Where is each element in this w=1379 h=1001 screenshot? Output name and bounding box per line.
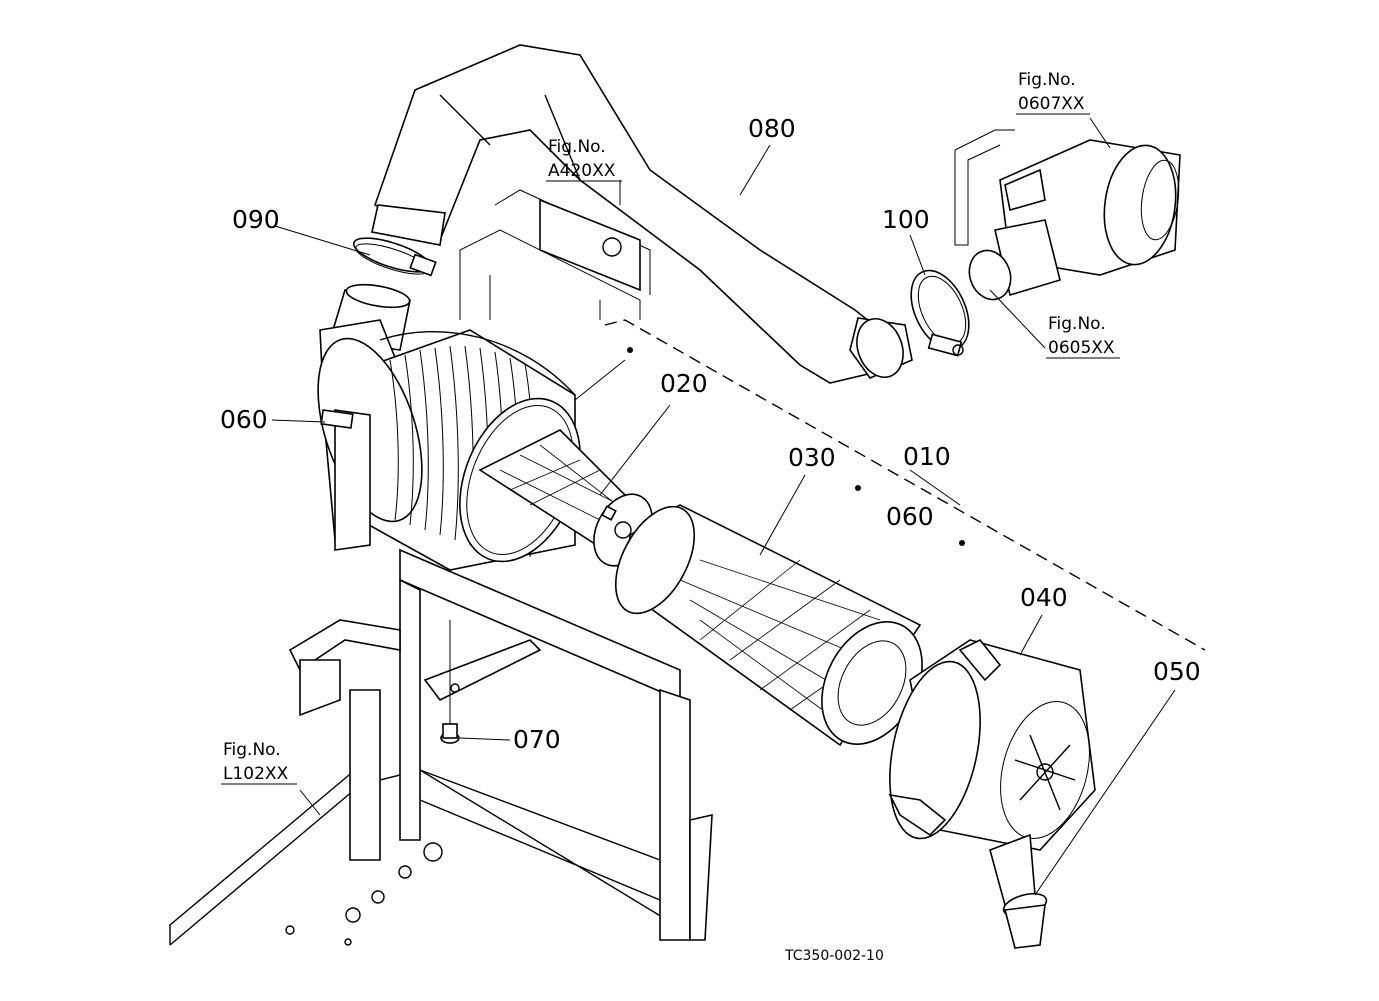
assembly-dot [855, 485, 861, 491]
outer-element-mesh [679, 559, 891, 731]
callout-040: 040 [1020, 583, 1068, 612]
outer-element [614, 504, 923, 747]
ref-l102-line1: Fig.No. [223, 740, 281, 760]
intake-hose [371, 44, 913, 384]
ref-0607: Fig.No. 0607XX [1016, 70, 1090, 115]
evacuator-valve [989, 833, 1048, 949]
ref-a420-line2: A420XX [548, 161, 616, 181]
leader-lines [271, 117, 1176, 896]
callout-030: 030 [788, 443, 836, 472]
callout-090: 090 [232, 205, 280, 234]
bolt [440, 620, 460, 744]
callout-060-right: 060 [886, 502, 934, 531]
ref-l102: Fig.No. L102XX [221, 740, 297, 785]
ref-0605-line2: 0605XX [1048, 338, 1115, 358]
ref-0607-line2: 0607XX [1018, 94, 1085, 114]
callout-010: 010 [903, 442, 951, 471]
ref-a420: Fig.No. A420XX [546, 137, 622, 182]
callout-100: 100 [882, 205, 930, 234]
callout-070: 070 [513, 725, 561, 754]
cover [888, 638, 1096, 851]
callout-060-left: 060 [220, 405, 268, 434]
assembly-dot [959, 540, 965, 546]
ref-l102-line2: L102XX [223, 764, 289, 784]
ref-0605-line1: Fig.No. [1048, 314, 1106, 334]
hose-clamp-100 [910, 269, 970, 357]
air-cleaner-body [317, 283, 581, 571]
ref-0605: Fig.No. 0605XX [1046, 314, 1120, 359]
callout-020: 020 [660, 369, 708, 398]
ref-a420-line1: Fig.No. [548, 137, 606, 157]
assembly-dot [627, 347, 633, 353]
drawing-code: TC350-002-10 [784, 948, 884, 964]
background-bracket [459, 189, 651, 320]
callout-050: 050 [1153, 657, 1201, 686]
turbo-assembly [954, 129, 1181, 301]
assembly-boundary [604, 319, 1206, 651]
ref-0607-line1: Fig.No. [1018, 70, 1076, 90]
hose-clamp-090 [352, 237, 437, 277]
mounting-frame [169, 548, 713, 946]
callout-080: 080 [748, 114, 796, 143]
